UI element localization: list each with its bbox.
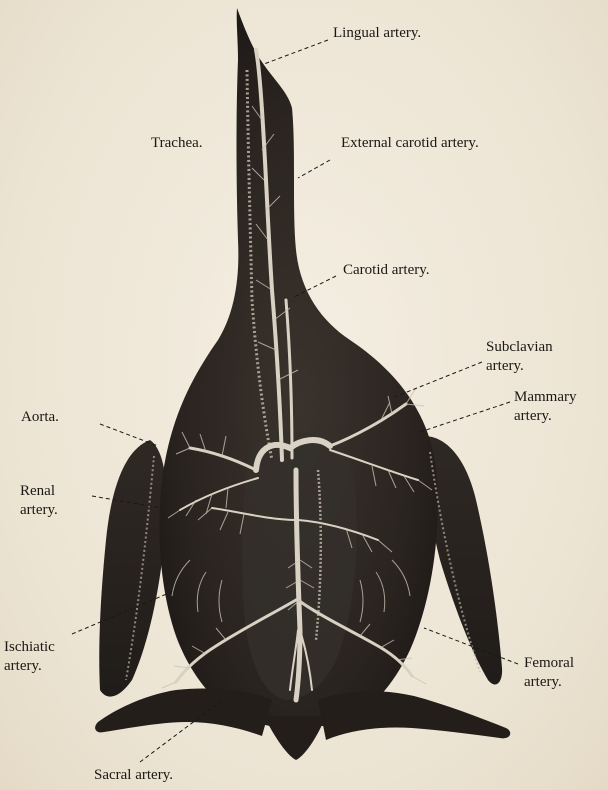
label-mammary-line1: Mammary: [514, 388, 576, 407]
label-ischiatic-artery: Ischiatic artery.: [4, 638, 55, 676]
leader-external-carotid: [298, 160, 330, 178]
label-renal-line1: Renal: [20, 482, 58, 501]
label-femoral-line1: Femoral: [524, 654, 574, 673]
label-femoral-artery: Femoral artery.: [524, 654, 574, 692]
label-femoral-line2: artery.: [524, 673, 574, 692]
label-renal-artery: Renal artery.: [20, 482, 58, 520]
leader-mammary: [420, 402, 510, 432]
right-foot: [318, 691, 510, 740]
label-lingual-artery: Lingual artery.: [333, 24, 421, 43]
label-ischiatic-line1: Ischiatic: [4, 638, 55, 657]
label-mammary-line2: artery.: [514, 407, 576, 426]
label-renal-line2: artery.: [20, 501, 58, 520]
left-flipper: [99, 440, 166, 697]
label-subclavian-line2: artery.: [486, 357, 553, 376]
label-aorta: Aorta.: [21, 408, 59, 427]
label-sacral-artery: Sacral artery.: [94, 766, 173, 785]
label-subclavian-artery: Subclavian artery.: [486, 338, 553, 376]
label-trachea: Trachea.: [151, 134, 203, 153]
label-carotid-artery: Carotid artery.: [343, 261, 430, 280]
label-mammary-artery: Mammary artery.: [514, 388, 576, 426]
leader-lingual: [264, 40, 328, 64]
leader-aorta: [100, 424, 158, 446]
label-subclavian-line1: Subclavian: [486, 338, 553, 357]
tail-base: [264, 716, 326, 760]
label-ischiatic-line2: artery.: [4, 657, 55, 676]
label-external-carotid-artery: External carotid artery.: [341, 134, 479, 153]
left-foot: [95, 688, 272, 736]
